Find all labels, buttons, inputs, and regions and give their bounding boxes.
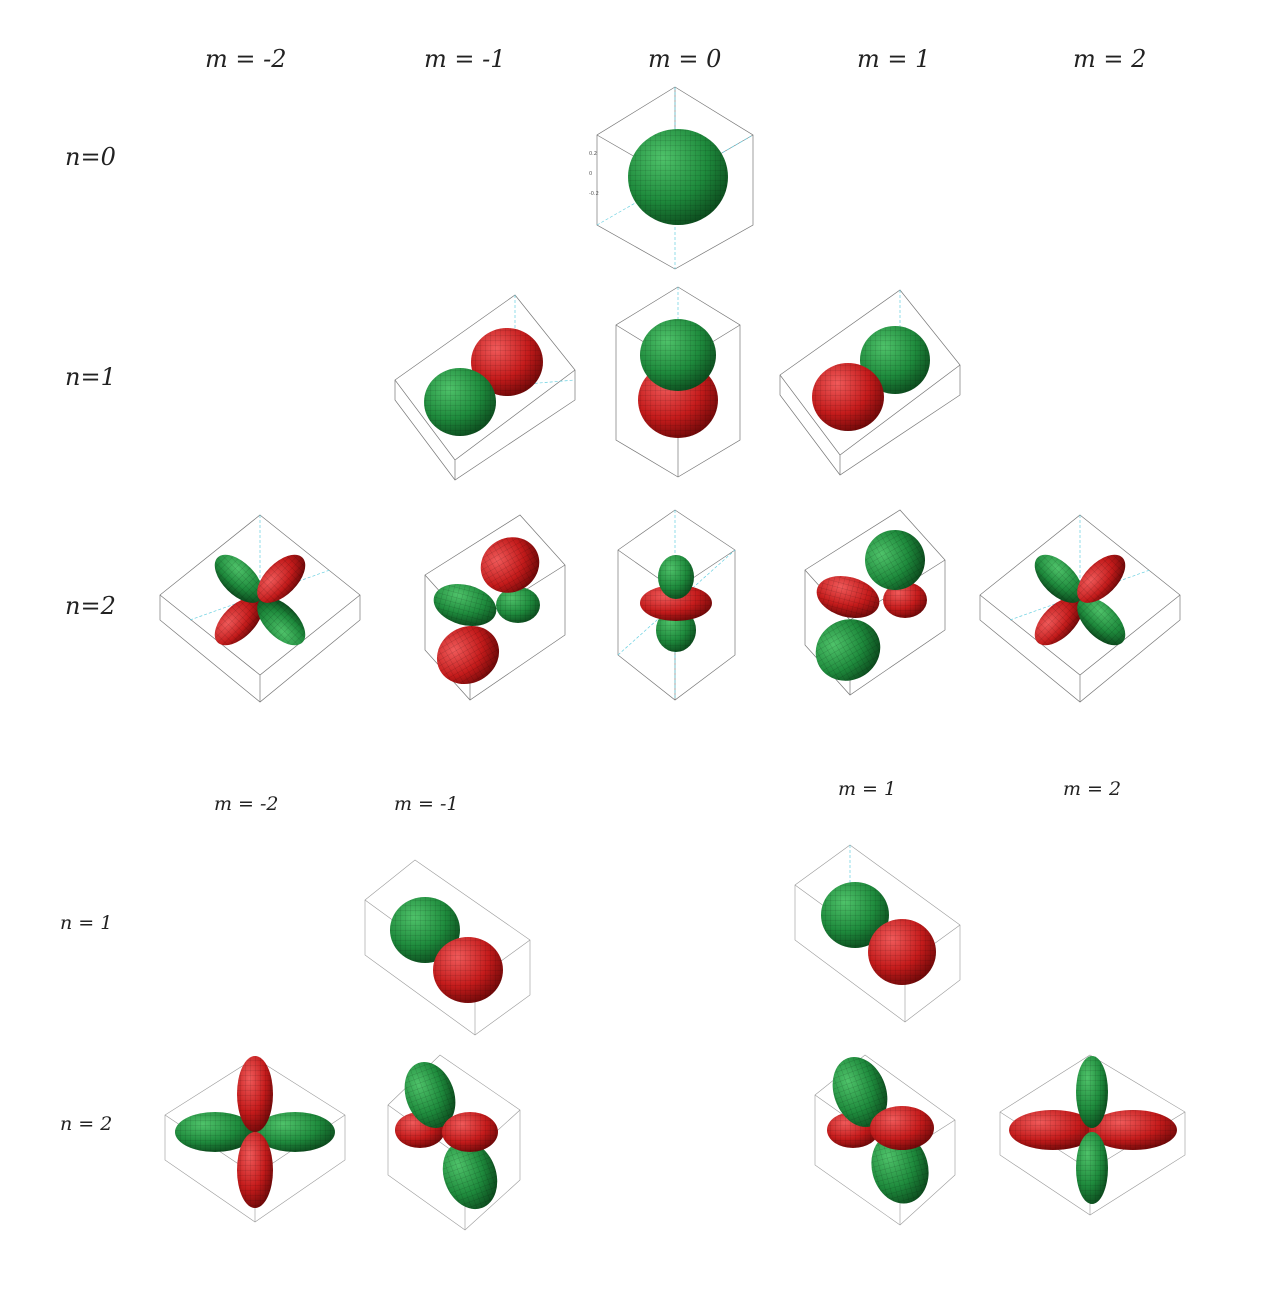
lobe-negative: [257, 554, 306, 603]
plot-top-n0-m0: 0.2 0 -0.2: [589, 86, 754, 270]
plot-bot-n2-m-1: [387, 1054, 521, 1231]
lobe-positive: [442, 1140, 498, 1210]
lobe-negative: [868, 919, 936, 985]
lobe-positive: [1034, 554, 1083, 603]
lobe-positive: [1076, 1132, 1108, 1204]
lobe-positive: [815, 619, 881, 681]
plot-bot-n1-m1: [794, 844, 961, 1023]
lobe-positive: [1076, 1056, 1108, 1128]
plot-top-n2-m0: [617, 509, 736, 701]
lobe-negative: [1009, 1110, 1097, 1150]
top-m-label-0: m = 0: [648, 45, 722, 73]
lobe-positive: [832, 1057, 888, 1127]
lobe-negative: [1077, 554, 1126, 603]
bottom-n-label-2: n = 2: [60, 1113, 113, 1135]
lobe-positive: [433, 583, 497, 627]
bounding-box: [159, 514, 361, 703]
lobe-positive: [404, 1062, 456, 1128]
tick-label: -0.2: [589, 191, 599, 197]
top-n-label-1: n=1: [65, 363, 116, 391]
lobe-negative: [816, 575, 880, 619]
plot-bot-n1-m-1: [364, 859, 531, 1036]
tick-label: 0: [589, 171, 592, 177]
lobe-negative: [237, 1056, 273, 1132]
bottom-m-label-2: m = 2: [1063, 778, 1122, 800]
lobe-positive: [255, 1112, 335, 1152]
top-m-label-minus1: m = -1: [424, 45, 506, 73]
lobe-negative: [436, 625, 500, 685]
tick-label: 0.2: [589, 151, 597, 157]
top-m-label-minus2: m = -2: [205, 45, 287, 73]
lobe-positive: [390, 897, 460, 963]
lobe-positive: [865, 530, 925, 590]
lobe-negative: [214, 597, 263, 646]
plot-top-n2-m-1: [424, 514, 566, 701]
lobe-positive: [860, 326, 930, 394]
lobe-negative: [870, 1106, 934, 1150]
lobe-positive: [214, 554, 263, 603]
plot-top-n2-m1: [804, 509, 946, 696]
plot-top-n2-m-2: [159, 514, 361, 703]
bottom-m-label-minus2: m = -2: [214, 793, 279, 815]
torus-negative: [640, 585, 712, 621]
lobe-positive: [1077, 597, 1126, 646]
lobe-negative: [433, 937, 503, 1003]
bottom-n-label-1: n = 1: [60, 912, 113, 934]
top-n-label-0: n=0: [65, 143, 116, 171]
lobe-negative: [442, 1112, 498, 1152]
bottom-m-label-minus1: m = -1: [394, 793, 459, 815]
lobe-negative: [883, 582, 927, 618]
plot-top-n1-m-1: [394, 294, 576, 481]
plot-top-n1-m0: [615, 286, 741, 478]
lobe-negative: [812, 363, 884, 431]
plot-top-n1-m1: [779, 289, 961, 476]
top-m-label-2: m = 2: [1073, 45, 1147, 73]
plot-bot-n2-m-2: [164, 1056, 346, 1223]
top-m-label-1: m = 1: [857, 45, 931, 73]
lobe-positive: [257, 597, 306, 646]
lobe-positive: [496, 587, 540, 623]
lobe-positive: [424, 368, 496, 436]
lobe-positive: [175, 1112, 255, 1152]
lobe-positive: [871, 1132, 929, 1204]
lobe-positive: [821, 882, 889, 948]
bottom-m-label-1: m = 1: [838, 778, 897, 800]
lobe-negative: [471, 328, 543, 396]
lobe-negative: [480, 537, 540, 593]
lobe-negative: [1034, 597, 1083, 646]
lobe-positive: [640, 319, 716, 391]
lobe-negative: [1089, 1110, 1177, 1150]
plot-bot-n2-m1: [814, 1054, 956, 1226]
bounding-box: [979, 514, 1181, 703]
lobe-negative: [237, 1132, 273, 1208]
sphere-lobe-positive: [628, 129, 728, 225]
lobe-positive: [658, 555, 694, 599]
top-n-label-2: n=2: [65, 592, 116, 620]
plot-bot-n2-m2: [999, 1054, 1186, 1216]
plot-top-n2-m2: [979, 514, 1181, 703]
